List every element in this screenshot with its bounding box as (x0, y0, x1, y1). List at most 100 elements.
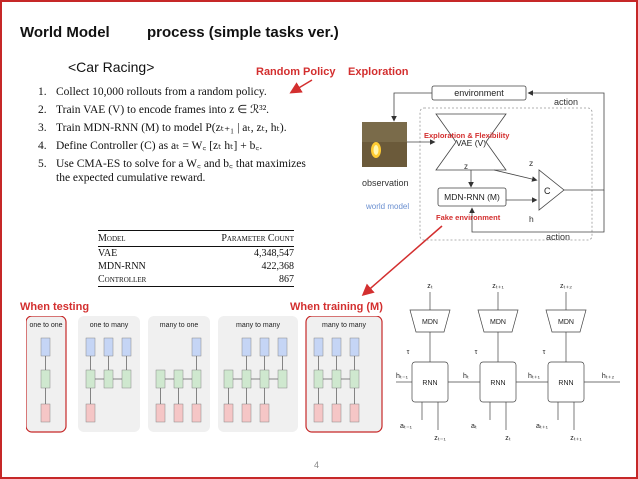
input-cell (155, 403, 166, 423)
rnn-type-label: one to many (90, 322, 129, 329)
mdn-rnn-label: MDN-RNN (M) (444, 192, 500, 202)
mdn-label: MDN (490, 319, 506, 326)
panel-many-to-many-2 (305, 316, 383, 433)
hidden-cell (349, 369, 360, 389)
unrolled-cells: zₜMDNτRNNaₜ₋₁zₜ₋₁zₜ₊₁MDNτRNNaₜzₜzₜ₊₂MDNτ… (396, 283, 620, 442)
rnn-type-label: many to many (236, 322, 280, 329)
when-training-label: When training (M) (290, 301, 383, 313)
h-label: hₜ₋₁ (396, 373, 409, 380)
environment-label: environment (454, 88, 504, 98)
tau-label: τ (475, 349, 478, 356)
input-cell (331, 403, 342, 423)
output-cell (277, 337, 288, 357)
h-label: h (529, 214, 534, 224)
hidden-cell (103, 369, 114, 389)
world-model-diagram: environment action observation world mod… (362, 85, 605, 242)
rnn-type-label: many to many (322, 322, 366, 329)
hidden-cell (259, 369, 270, 389)
exploration-flexibility-label: Exploration & Flexibility (424, 131, 510, 140)
a-bottom-label: aₜ (471, 423, 477, 430)
input-cell (259, 403, 270, 423)
rnn-type-label: one to one (29, 322, 62, 329)
tau-label: τ (407, 349, 410, 356)
mdn-block (477, 309, 519, 333)
vae-shape (435, 113, 507, 171)
when-testing-label: When testing (20, 301, 90, 313)
fake-environment-label: Fake environment (436, 213, 501, 222)
hidden-cell (40, 369, 51, 389)
mdn-label: MDN (422, 319, 438, 326)
controller-shape (538, 169, 565, 211)
z-top-label: zₜ₊₂ (560, 283, 572, 290)
z-bottom-label: zₜ₊₁ (570, 435, 582, 442)
output-cell (121, 337, 132, 357)
rnn-label: RNN (422, 380, 437, 387)
z-inner-label: z (464, 162, 468, 171)
step-3: 3.Train MDN-RNN (M) to model P(zₜ₊₁ | aₜ… (38, 122, 287, 134)
step-5: 5.Use CMA-ES to solve for a W꜀ and b꜀ th… (38, 158, 306, 184)
rnn-label: RNN (490, 380, 505, 387)
training-steps-list: 1.Collect 10,000 rollouts from a random … (38, 85, 368, 189)
arrow-fake-environment (361, 225, 443, 296)
input-cell (313, 403, 324, 423)
mdn-label: MDN (558, 319, 574, 326)
z-bottom-label: zₜ (505, 435, 511, 442)
z-top-label: zₜ₊₁ (492, 283, 504, 290)
z-bottom-label: zₜ₋₁ (434, 435, 446, 442)
world-model-label: world model (365, 202, 409, 211)
action-top-label: action (554, 97, 578, 107)
h-label: hₜ₊₂ (602, 373, 615, 380)
output-cell (85, 337, 96, 357)
arrow-random-policy (289, 79, 313, 94)
exploration-label: Exploration (348, 66, 409, 78)
hidden-cell (331, 369, 342, 389)
input-cell (241, 403, 252, 423)
output-cell (40, 337, 51, 357)
table-header-model: Model (98, 230, 177, 247)
step-4: 4.Define Controller (C) as aₜ = W꜀ [zₜ h… (38, 140, 263, 152)
mdn-block (409, 309, 451, 333)
hidden-cell (277, 369, 288, 389)
rnn-type-label: many to one (160, 322, 199, 329)
h-label: hₜ (463, 373, 469, 380)
tau-label: τ (543, 349, 546, 356)
title-process: process (simple tasks ver.) (147, 24, 339, 41)
z-outer-label: z (529, 158, 533, 168)
output-cell (241, 337, 252, 357)
hidden-cell (155, 369, 166, 389)
step-1: 1.Collect 10,000 rollouts from a random … (38, 86, 267, 98)
rnn-label: RNN (558, 380, 573, 387)
title-world-model: World Model (20, 24, 110, 41)
rnn-cells (40, 337, 360, 423)
hidden-cell (121, 369, 132, 389)
input-cell (223, 403, 234, 423)
output-cell (191, 337, 202, 357)
action-bottom-label: action (546, 232, 570, 242)
hidden-cell (173, 369, 184, 389)
mdn-rnn-box (437, 187, 507, 207)
output-cell (103, 337, 114, 357)
subtitle-car-racing: <Car Racing> (68, 59, 155, 75)
vae-label: VAE (V) (456, 138, 486, 148)
world-model-frame (419, 107, 593, 241)
input-cell (85, 403, 96, 423)
z-top-label: zₜ (427, 283, 433, 290)
input-cell (349, 403, 360, 423)
output-cell (331, 337, 342, 357)
random-policy-label: Random Policy (256, 66, 336, 78)
hidden-cell (223, 369, 234, 389)
mdn-block (545, 309, 587, 333)
hidden-cell (191, 369, 202, 389)
hidden-cell (313, 369, 324, 389)
output-cell (313, 337, 324, 357)
table-header-parameter-count: Parameter Count (176, 230, 294, 247)
input-cell (40, 403, 51, 423)
unrolled-mdn-rnn-diagram: zₜMDNτRNNaₜ₋₁zₜ₋₁zₜ₊₁MDNτRNNaₜzₜzₜ₊₂MDNτ… (396, 283, 620, 442)
hidden-cell (85, 369, 96, 389)
output-cell (259, 337, 270, 357)
